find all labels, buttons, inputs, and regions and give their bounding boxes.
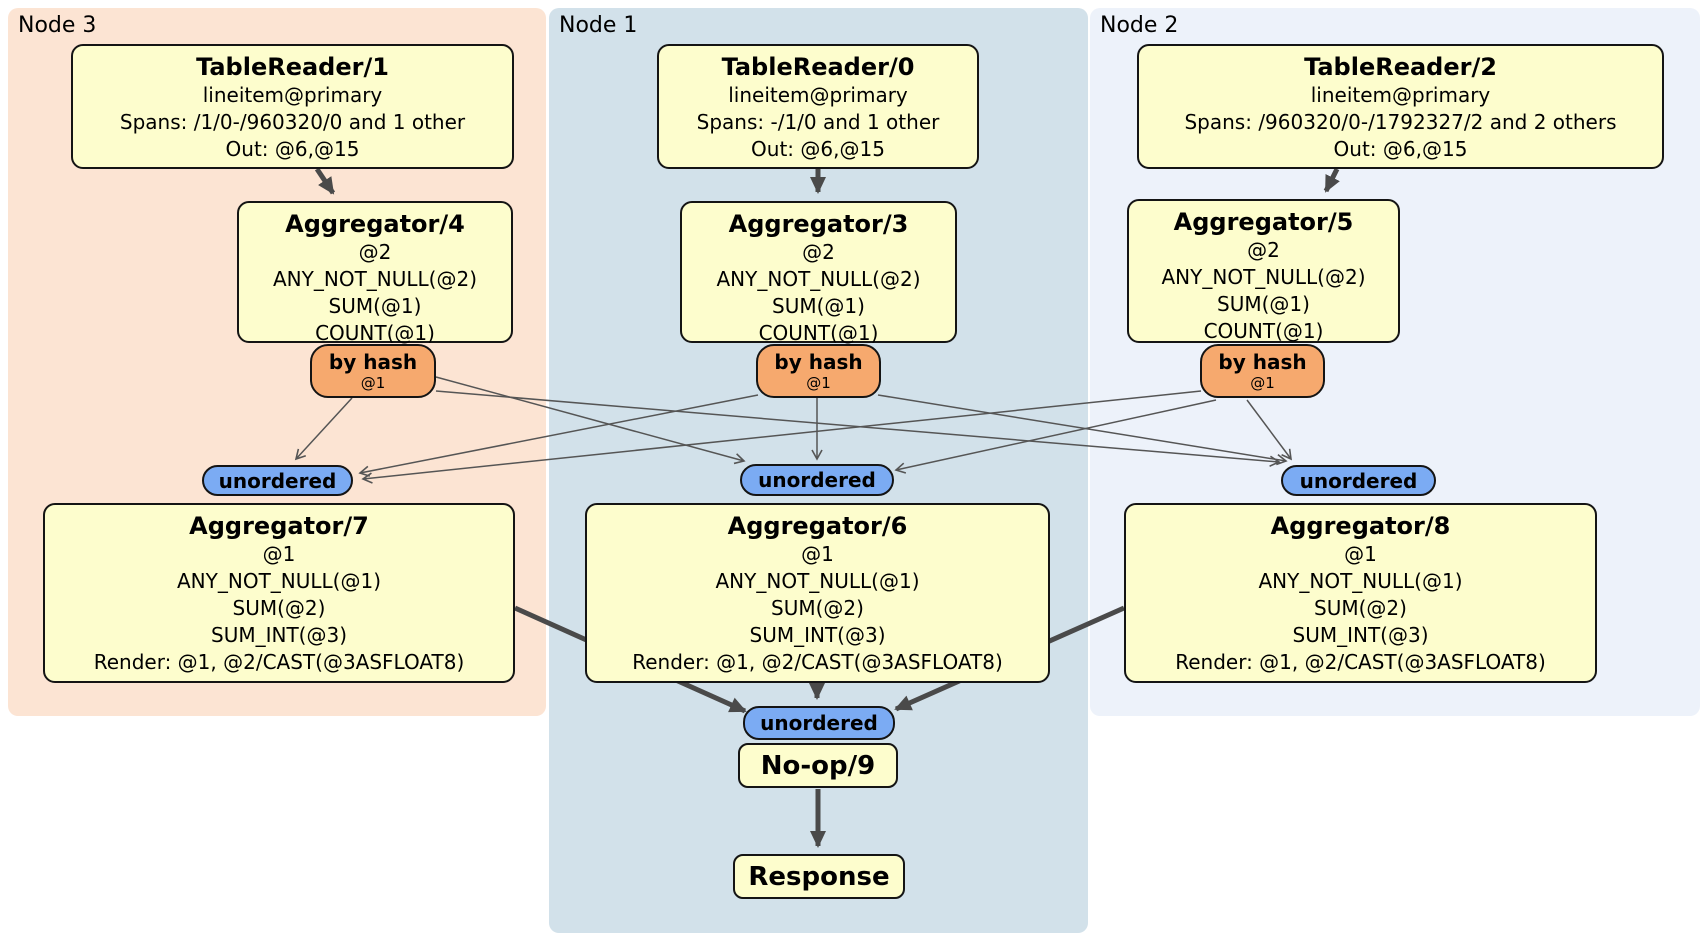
processor-line: Out: @6,@15 <box>751 137 885 161</box>
aggregator-7-box: Aggregator/7 @1 ANY_NOT_NULL(@1) SUM(@2)… <box>43 503 515 683</box>
edge-hashR-syncL <box>361 390 1202 484</box>
processor-line: Render: @1, @2/CAST(@3ASFLOAT8) <box>1175 650 1546 674</box>
processor-line: lineitem@primary <box>202 83 383 107</box>
processor-line: Spans: /960320/0-/1792327/2 and 2 others <box>1184 110 1617 134</box>
processor-line: SUM(@2) <box>232 596 326 620</box>
processor-line: @1 <box>801 542 834 566</box>
sync-unordered-left: unordered <box>202 465 353 496</box>
tablereader-1-box: TableReader/1 lineitem@primary Spans: /1… <box>71 44 514 169</box>
processor-line: ANY_NOT_NULL(@1) <box>177 569 381 593</box>
processor-line: lineitem@primary <box>728 83 908 107</box>
hash-router-label: by hash <box>328 350 418 374</box>
aggregator-5-box: Aggregator/5 @2 ANY_NOT_NULL(@2) SUM(@1)… <box>1127 199 1400 343</box>
hash-router-label: by hash <box>1218 350 1307 374</box>
tablereader-0-title: TableReader/0 <box>721 53 915 81</box>
edge-tr1-agg4 <box>314 167 336 195</box>
aggregator-4-box: Aggregator/4 @2 ANY_NOT_NULL(@2) SUM(@1)… <box>237 201 513 345</box>
processor-line: Render: @1, @2/CAST(@3ASFLOAT8) <box>93 650 465 674</box>
edge-tr2-agg5 <box>1323 167 1340 193</box>
processor-line: SUM(@2) <box>771 596 864 620</box>
processor-line: SUM(@1) <box>772 294 865 318</box>
node-1-label: Node 1 <box>559 13 638 38</box>
processor-line: @1 <box>1344 542 1377 566</box>
edge-hashL-syncC <box>435 376 746 465</box>
response-box: Response <box>733 854 905 899</box>
processor-line: Spans: /1/0-/960320/0 and 1 other <box>119 110 466 134</box>
sync-unordered-center: unordered <box>740 464 894 496</box>
processor-line: @2 <box>1247 238 1280 262</box>
processor-line: COUNT(@1) <box>1203 319 1324 343</box>
processor-line: ANY_NOT_NULL(@2) <box>716 267 921 291</box>
hash-router-label: by hash <box>774 350 863 374</box>
processor-line: SUM_INT(@3) <box>749 623 886 647</box>
hash-router-key: @1 <box>806 374 831 392</box>
tablereader-2-box: TableReader/2 lineitem@primary Spans: /9… <box>1137 44 1664 169</box>
processor-line: @2 <box>358 240 392 264</box>
processor-line: ANY_NOT_NULL(@1) <box>1258 569 1463 593</box>
edge-hashC-syncL <box>358 394 759 477</box>
processor-line: SUM_INT(@3) <box>211 623 347 647</box>
processor-line: Out: @6,@15 <box>1333 137 1468 161</box>
processor-line: @2 <box>802 240 835 264</box>
tablereader-2-title: TableReader/2 <box>1304 53 1497 81</box>
aggregator-8-box: Aggregator/8 @1 ANY_NOT_NULL(@1) SUM(@2)… <box>1124 503 1597 683</box>
hash-router-key: @1 <box>360 374 386 392</box>
sync-unordered-right: unordered <box>1281 465 1436 496</box>
sync-unordered-final: unordered <box>743 706 895 740</box>
processor-line: ANY_NOT_NULL(@1) <box>715 569 920 593</box>
processor-line: @1 <box>262 542 296 566</box>
processor-line: ANY_NOT_NULL(@2) <box>273 267 477 291</box>
processor-line: lineitem@primary <box>1310 83 1491 107</box>
hash-router-center: by hash @1 <box>756 344 881 398</box>
node-2-label: Node 2 <box>1100 13 1179 38</box>
processor-line: COUNT(@1) <box>315 321 435 345</box>
processor-line: SUM_INT(@3) <box>1292 623 1429 647</box>
processor-line: SUM(@2) <box>1314 596 1407 620</box>
hash-router-right: by hash @1 <box>1200 344 1325 398</box>
edge-hashR-syncC <box>894 399 1217 474</box>
processor-line: Render: @1, @2/CAST(@3ASFLOAT8) <box>632 650 1003 674</box>
edge-hashC-syncR <box>877 394 1288 466</box>
edge-hashL-syncL <box>294 397 353 461</box>
aggregator-4-title: Aggregator/4 <box>285 210 465 238</box>
aggregator-6-box: Aggregator/6 @1 ANY_NOT_NULL(@1) SUM(@2)… <box>585 503 1050 683</box>
processor-line: COUNT(@1) <box>758 321 879 345</box>
aggregator-7-title: Aggregator/7 <box>189 512 369 540</box>
aggregator-3-title: Aggregator/3 <box>728 210 909 238</box>
tablereader-1-title: TableReader/1 <box>196 53 389 81</box>
noop-box: No-op/9 <box>738 743 898 788</box>
processor-line: Spans: -/1/0 and 1 other <box>696 110 940 134</box>
processor-line: SUM(@1) <box>328 294 422 318</box>
hash-router-key: @1 <box>1250 374 1275 392</box>
hash-router-left: by hash @1 <box>310 344 436 398</box>
processor-line: ANY_NOT_NULL(@2) <box>1161 265 1366 289</box>
processor-line: Out: @6,@15 <box>225 137 360 161</box>
processor-line: SUM(@1) <box>1217 292 1310 316</box>
aggregator-8-title: Aggregator/8 <box>1270 512 1451 540</box>
tablereader-0-box: TableReader/0 lineitem@primary Spans: -/… <box>657 44 979 169</box>
edge-hashR-syncR <box>1246 399 1292 461</box>
aggregator-3-box: Aggregator/3 @2 ANY_NOT_NULL(@2) SUM(@1)… <box>680 201 957 345</box>
node-3-label: Node 3 <box>18 13 97 38</box>
aggregator-6-title: Aggregator/6 <box>727 512 908 540</box>
aggregator-5-title: Aggregator/5 <box>1173 208 1354 236</box>
